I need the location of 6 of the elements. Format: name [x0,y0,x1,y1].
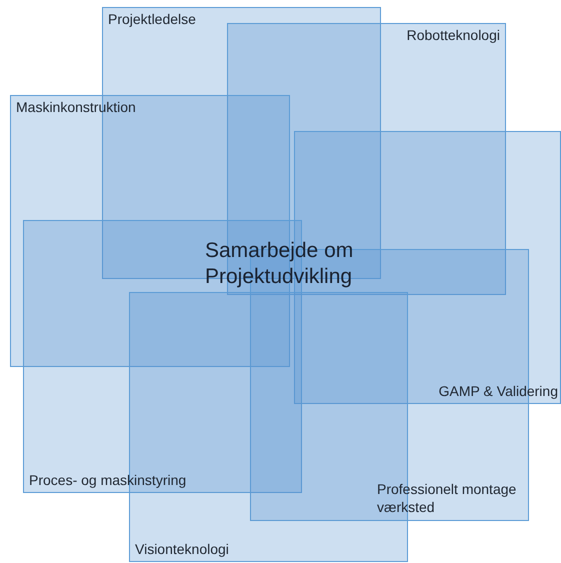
category-label: GAMP & Validering [438,382,558,400]
category-label: Proces- og maskinstyring [29,472,186,489]
category-label: Visionteknologi [135,540,229,558]
category-label: Projektledelse [108,11,196,28]
center-title: Samarbejde om Projektudvikling [205,238,354,290]
category-label: Robotteknologi [406,27,500,44]
